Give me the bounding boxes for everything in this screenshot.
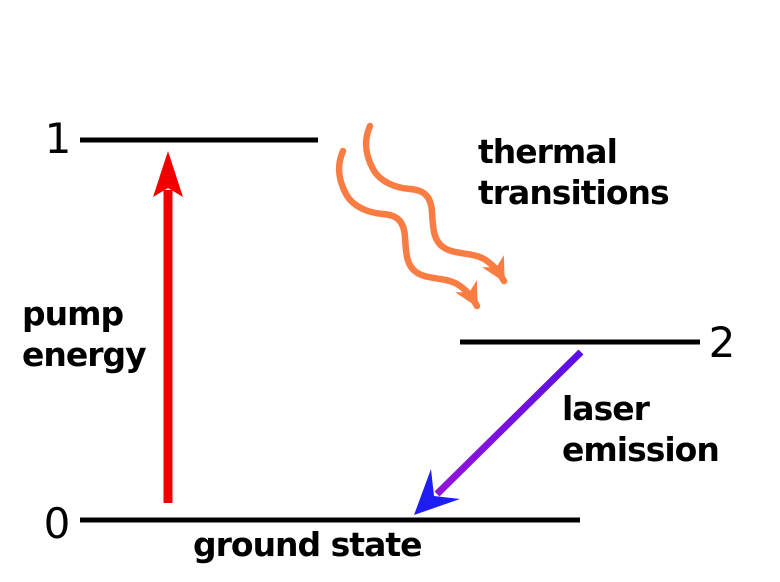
level-0-label: 0: [44, 499, 71, 548]
laser-emission-label-line-1: laser: [562, 389, 651, 428]
laser-emission-arrow-icon: [414, 349, 584, 515]
thermal-wave-arrow-icon-1: [362, 122, 508, 285]
pump-energy-label-line-1: pump: [22, 294, 124, 333]
thermal-transitions-label-line-2: transitions: [478, 173, 669, 212]
level-1-label: 1: [45, 114, 72, 163]
pump-arrow-up-icon: [153, 151, 183, 503]
ground-state-label: ground state: [193, 525, 422, 564]
laser-arrow-shaft: [434, 349, 584, 497]
thermal-transitions-label-line-1: thermal: [478, 132, 617, 171]
laser-emission-label-line-2: emission: [562, 430, 719, 469]
thermal-transition-arrows: [335, 122, 508, 310]
pump-energy-label-line-2: energy: [22, 335, 146, 374]
thermal-wave-arrow-icon-2: [335, 147, 481, 310]
level-2-label: 2: [709, 318, 736, 367]
laser-arrow-head: [414, 469, 460, 515]
pump-arrow-head: [153, 151, 183, 197]
